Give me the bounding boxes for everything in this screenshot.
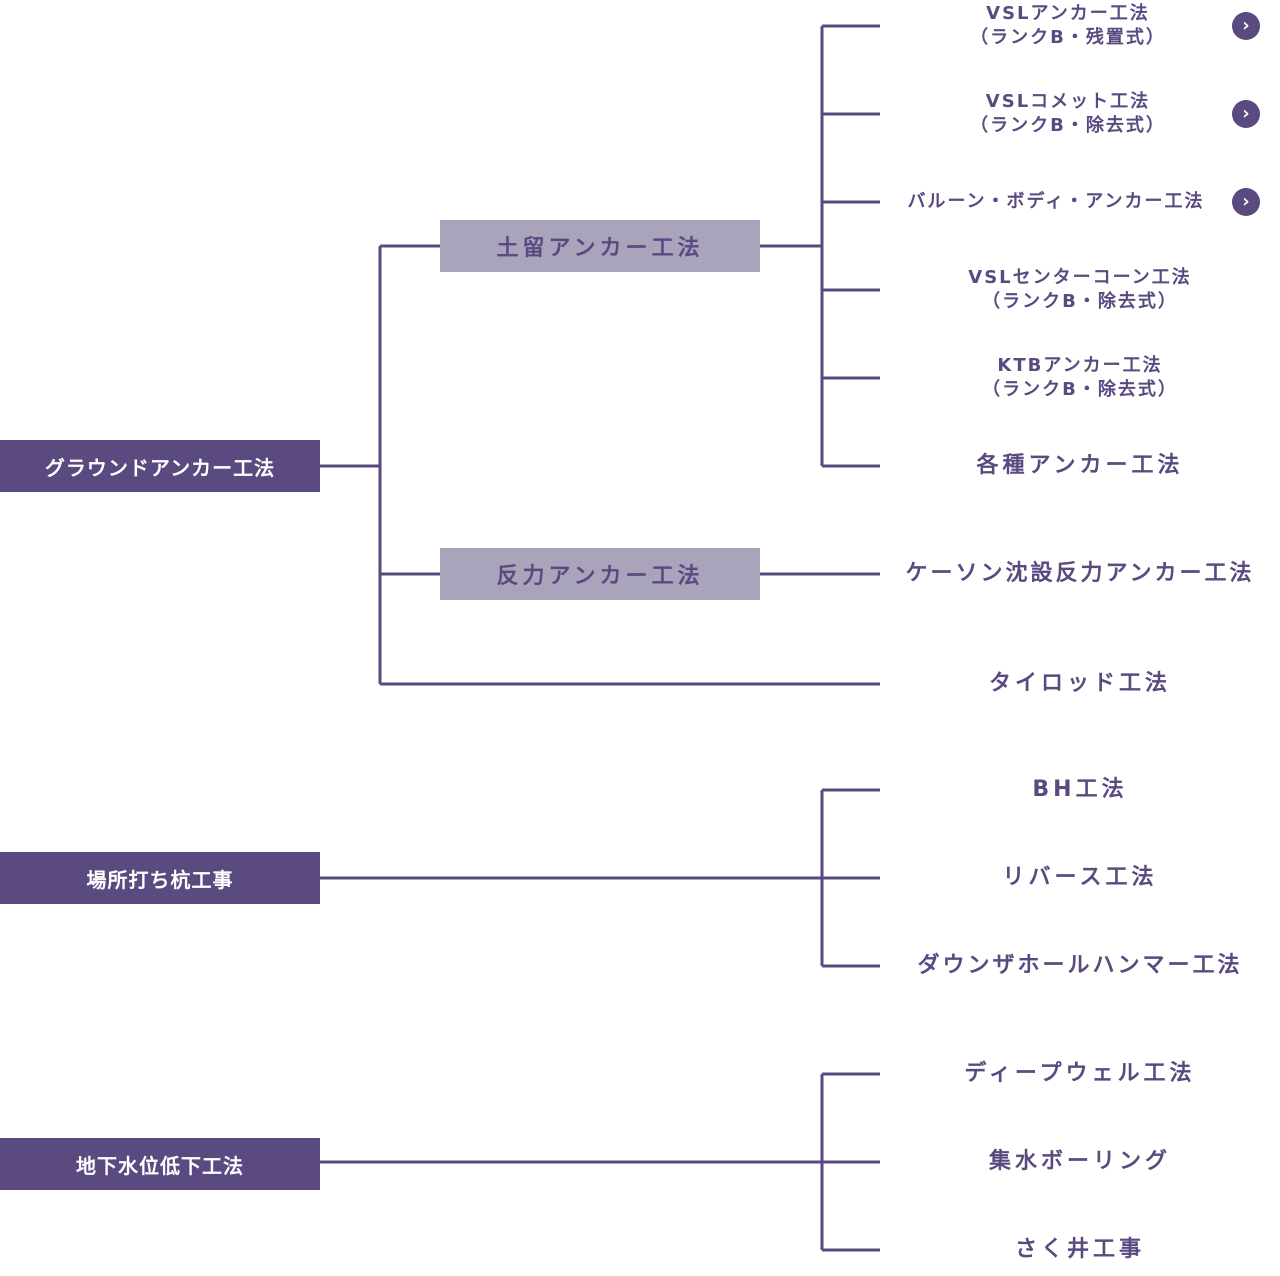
method-vsl-anchor[interactable]: VSLアンカー工法 （ランクB・残置式） (970, 2, 1166, 50)
method-name: ケーソン沈設反力アンカー工法 (905, 561, 1255, 586)
method-ktb-anchor: KTBアンカー工法 （ランクB・除去式） (982, 354, 1178, 402)
method-name: KTBアンカー工法 (997, 355, 1163, 376)
method-caisson-reaction-anchor: ケーソン沈設反力アンカー工法 (905, 560, 1254, 588)
subcategory-reaction-anchor: 反力アンカー工法 (440, 548, 760, 600)
method-various-anchor: 各種アンカー工法 (976, 452, 1183, 480)
method-rank: （ランクB・除去式） (970, 115, 1166, 136)
chevron-right-icon[interactable]: › (1232, 100, 1260, 128)
method-name: バルーン・ボディ・アンカー工法 (907, 191, 1205, 212)
method-rank: （ランクB・残置式） (970, 27, 1166, 48)
method-tie-rod: タイロッド工法 (989, 670, 1171, 698)
method-deep-well: ディープウェル工法 (964, 1060, 1195, 1088)
method-balloon-body-anchor[interactable]: バルーン・ボディ・アンカー工法 (907, 190, 1204, 214)
category-groundwater-lowering: 地下水位低下工法 (0, 1138, 320, 1190)
method-name: 各種アンカー工法 (976, 453, 1184, 478)
method-well-drilling: さく井工事 (1015, 1236, 1145, 1264)
subcategory-retaining-anchor: 土留アンカー工法 (440, 220, 760, 272)
category-cast-in-place-pile: 場所打ち杭工事 (0, 852, 320, 904)
method-rank: （ランクB・除去式） (982, 291, 1178, 312)
method-reverse: リバース工法 (1003, 864, 1158, 892)
method-vsl-comet[interactable]: VSLコメット工法 （ランクB・除去式） (970, 90, 1166, 138)
method-name: タイロッド工法 (988, 671, 1172, 696)
method-name: VSLセンターコーン工法 (968, 267, 1192, 288)
method-vsl-center-cone: VSLセンターコーン工法 （ランクB・除去式） (968, 266, 1191, 314)
method-name: 集水ボーリング (988, 1149, 1172, 1174)
method-name: ダウンザホールハンマー工法 (917, 953, 1243, 978)
chevron-right-icon[interactable]: › (1232, 12, 1260, 40)
method-bh: BH工法 (1032, 776, 1127, 804)
method-name: ディープウェル工法 (964, 1061, 1196, 1086)
method-name: VSLアンカー工法 (986, 3, 1150, 24)
method-name: リバース工法 (1002, 865, 1158, 890)
method-down-the-hole-hammer: ダウンザホールハンマー工法 (917, 952, 1242, 980)
method-name: BH工法 (1032, 777, 1128, 802)
method-name: さく井工事 (1014, 1237, 1146, 1262)
chevron-right-icon[interactable]: › (1232, 188, 1260, 216)
method-rank: （ランクB・除去式） (982, 379, 1178, 400)
method-name: VSLコメット工法 (985, 91, 1151, 112)
category-ground-anchor: グラウンドアンカー工法 (0, 440, 320, 492)
method-drainage-boring: 集水ボーリング (989, 1148, 1171, 1176)
